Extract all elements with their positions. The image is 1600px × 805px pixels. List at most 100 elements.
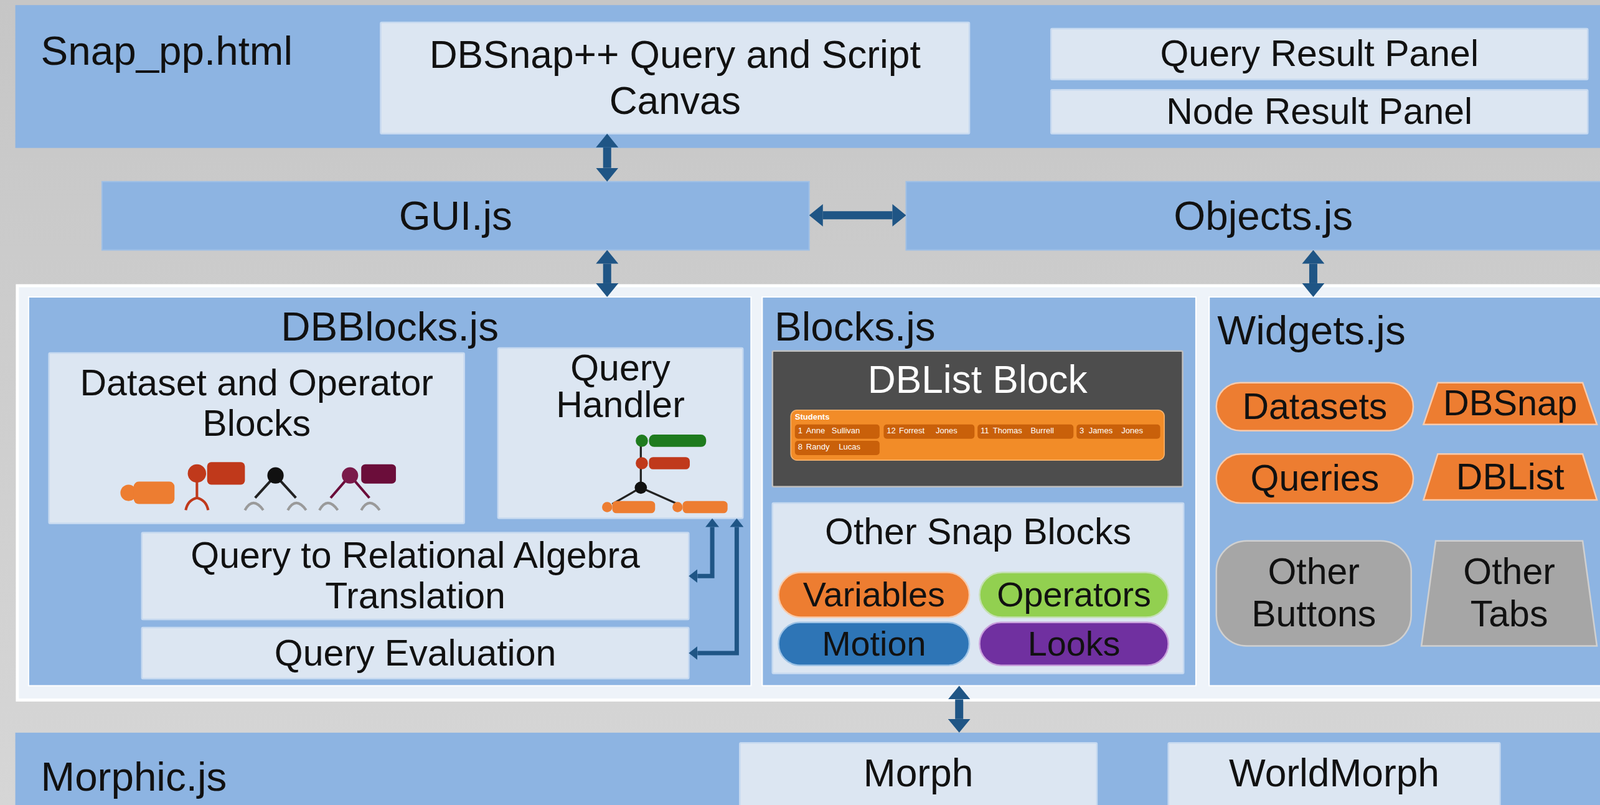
module-band-shape bbox=[905, 181, 1600, 251]
component-box: Query Handler bbox=[498, 348, 743, 519]
node-label: DBList Block bbox=[867, 357, 1088, 403]
node-label: Snap_pp.html bbox=[41, 27, 293, 75]
operator-body bbox=[361, 464, 396, 484]
list-record bbox=[1076, 424, 1160, 439]
list-record bbox=[883, 424, 975, 439]
dataset-body bbox=[133, 481, 175, 505]
module-band-shape bbox=[102, 181, 810, 251]
tree-leaf-block bbox=[611, 501, 655, 514]
node-label: Query Evaluation bbox=[274, 633, 557, 674]
node-label: Morphic.js bbox=[41, 753, 228, 800]
module-band: Morphic.js Morph WorldMorph bbox=[15, 732, 1600, 805]
module-panel: Blocks.jsDBList BlockOther Snap BlocksVa… bbox=[762, 296, 1196, 686]
list-title: Students bbox=[795, 412, 830, 421]
record-cell: Anne bbox=[806, 426, 825, 435]
module-panel: Widgets.jsDatasetsDBSnapQueriesDBListOth… bbox=[1209, 296, 1600, 686]
process-box: Query Evaluation bbox=[141, 627, 690, 679]
page-band: Snap_pp.html DBSnap++ Query and Script Ca… bbox=[15, 4, 1600, 148]
record-cell: 8 bbox=[798, 442, 803, 451]
node-label: Query to Relational Algebra Translation bbox=[150, 535, 681, 617]
record-cell: 11 bbox=[980, 426, 990, 435]
button-pill: Datasets bbox=[1216, 382, 1414, 431]
tab-trapezoid-shape bbox=[1421, 541, 1597, 647]
tree-lines bbox=[611, 440, 678, 505]
component-box-shape bbox=[49, 352, 465, 524]
node-label: Datasets bbox=[1242, 386, 1388, 428]
record-cell: Randy bbox=[806, 442, 830, 451]
module-frame bbox=[17, 285, 1600, 700]
double-arrow bbox=[697, 527, 737, 654]
record-cell: 3 bbox=[1079, 426, 1084, 435]
node-label: Motion bbox=[821, 625, 926, 664]
panel-box-shape bbox=[1050, 28, 1588, 80]
tab-trapezoid: Other Tabs bbox=[1421, 541, 1597, 647]
record-cell: 1 bbox=[798, 426, 803, 435]
class-box: Morph bbox=[739, 742, 1097, 805]
tree-select-knob bbox=[635, 456, 649, 470]
node-label: DBBlocks.js bbox=[280, 303, 499, 350]
node-label: Variables bbox=[803, 575, 946, 614]
double-arrow bbox=[603, 263, 612, 284]
block-pill-shape bbox=[979, 622, 1168, 666]
button-pill: Other Buttons bbox=[1216, 541, 1412, 647]
button-pill-shape bbox=[1216, 382, 1414, 431]
tab-trapezoid: DBSnap bbox=[1423, 382, 1597, 425]
join-slots bbox=[244, 503, 306, 510]
component-box-shape bbox=[772, 503, 1185, 674]
tree-select-block bbox=[648, 456, 690, 470]
node-label: Other Snap Blocks bbox=[824, 511, 1132, 554]
process-box: Query to Relational Algebra Translation bbox=[141, 532, 690, 620]
module-panel-shape bbox=[1209, 296, 1600, 686]
list-block bbox=[790, 410, 1165, 461]
module-band: Objects.js bbox=[905, 181, 1600, 251]
query-tree-icon bbox=[602, 434, 728, 513]
module-band-shape bbox=[15, 732, 1600, 805]
class-box-shape bbox=[1168, 742, 1501, 805]
node-label: Query Handler bbox=[504, 349, 738, 424]
page-band-shape bbox=[15, 4, 1600, 148]
tree-leaf-knob bbox=[672, 501, 683, 512]
block-pill: Operators bbox=[979, 572, 1168, 617]
node-label: WorldMorph bbox=[1228, 750, 1440, 796]
process-box-shape bbox=[141, 627, 690, 679]
record-cell: Lucas bbox=[838, 442, 861, 451]
module-panel-shape bbox=[28, 296, 751, 686]
component-box: Other Snap BlocksVariables OperatorsMotio… bbox=[772, 503, 1185, 674]
canvas-box: DBSnap++ Query and Script Canvas bbox=[380, 22, 970, 134]
record-cell: Jones bbox=[935, 426, 958, 435]
component-box-shape bbox=[498, 348, 743, 519]
block-pill-shape bbox=[979, 572, 1168, 617]
list-record bbox=[795, 424, 880, 439]
join-knob bbox=[267, 467, 284, 484]
class-box-shape bbox=[739, 742, 1097, 805]
canvas-box-shape bbox=[380, 22, 970, 134]
operator-knob bbox=[188, 464, 207, 483]
module-panel: DBBlocks.jsDataset and Operator BlocksQu… bbox=[28, 296, 751, 686]
node-label: DBList bbox=[1456, 456, 1565, 498]
panel-box-shape bbox=[1050, 89, 1588, 134]
operator-knob bbox=[341, 467, 358, 484]
operator-icon bbox=[319, 464, 396, 511]
tree-root-block bbox=[648, 434, 706, 448]
list-record bbox=[795, 440, 880, 456]
block-pill: Variables bbox=[778, 572, 970, 617]
double-arrow bbox=[1309, 263, 1318, 284]
tree-leaf-block bbox=[682, 501, 728, 514]
record-cell: Burrell bbox=[1030, 426, 1055, 435]
node-label: Dataset and Operator Blocks bbox=[57, 362, 457, 444]
node-label: Objects.js bbox=[1173, 192, 1353, 240]
record-cell: Forrest bbox=[898, 426, 925, 435]
double-arrow bbox=[823, 211, 893, 220]
block-pill: Motion bbox=[778, 622, 970, 666]
node-label: GUI.js bbox=[399, 192, 513, 240]
record-cell: Jones bbox=[1121, 426, 1144, 435]
node-label: Node Result Panel bbox=[1166, 91, 1473, 132]
module-band: GUI.js bbox=[102, 181, 810, 251]
join-icon bbox=[244, 467, 306, 511]
record-cell: Thomas bbox=[992, 426, 1023, 435]
process-box-shape bbox=[141, 532, 690, 620]
node-label: Widgets.js bbox=[1217, 306, 1406, 354]
dataset-icon bbox=[120, 481, 175, 505]
list-record bbox=[977, 424, 1074, 439]
